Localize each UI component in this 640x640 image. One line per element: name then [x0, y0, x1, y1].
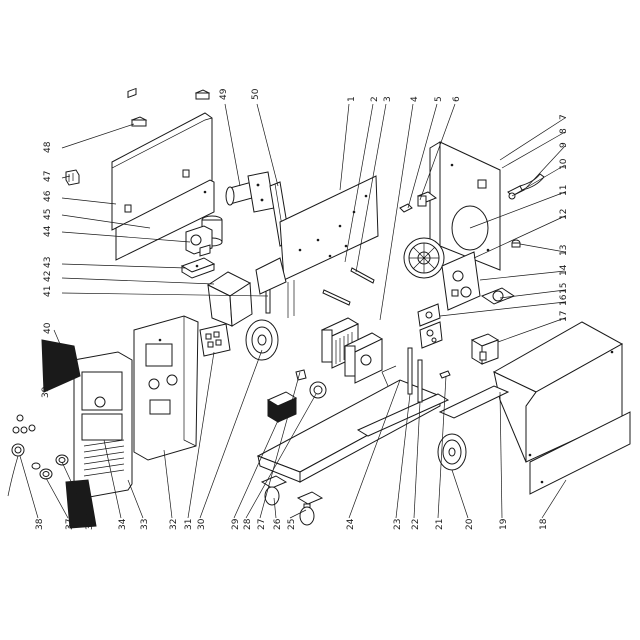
callout-label: 13 [559, 245, 569, 256]
callout-labels: 49 50 1 2 3 4 5 6 7 8 9 10 11 12 13 14 1… [35, 88, 569, 530]
callout-label: 21 [435, 519, 445, 530]
heatsink-module-part-4 [320, 317, 384, 384]
circuit-board-part-14 [441, 251, 481, 311]
panel-part-18 [529, 411, 631, 495]
front-panel-part-32 [133, 315, 199, 461]
callout-label: 49 [219, 88, 229, 100]
hinge-part-48 [130, 89, 211, 127]
callout-label: 40 [43, 322, 53, 334]
fan-part-11 [403, 237, 445, 279]
transformer-part-17 [470, 333, 500, 365]
callout-label: 5 [434, 96, 444, 102]
callout-label: 22 [411, 519, 421, 530]
callout-label: 23 [393, 519, 403, 530]
callout-label: 42 [43, 271, 53, 282]
callout-label: 16 [559, 294, 569, 306]
callout-label: 47 [43, 171, 53, 182]
callout-label: 19 [499, 518, 509, 530]
right-cover-part-19 [492, 321, 624, 463]
callout-label: 39 [41, 386, 51, 398]
callout-label: 44 [43, 225, 53, 237]
callout-label: 35 [99, 517, 109, 530]
callout-label: 33 [140, 519, 150, 530]
callout-label: 34 [118, 518, 128, 530]
callout-label: 14 [559, 264, 569, 276]
callout-label: 38 [35, 518, 45, 530]
callout-label: 30 [197, 518, 207, 530]
callout-label: 15 [559, 283, 569, 294]
inner-panel-part-45 [115, 179, 215, 261]
callout-label: 6 [452, 96, 462, 102]
connector-part-38 [7, 443, 25, 497]
spool-holder-part-49 [225, 171, 275, 213]
callout-label: 17 [559, 311, 569, 322]
socket-part-37 [31, 454, 69, 480]
callout-label: 2 [370, 96, 380, 102]
callout-label: 50 [251, 88, 261, 100]
front-cover-part-33 [73, 351, 133, 499]
callout-label: 11 [559, 185, 569, 196]
callout-label: 20 [465, 518, 475, 530]
choke-part-27 [266, 369, 327, 423]
callout-label: 43 [43, 257, 53, 268]
partition-panel-part-1 [255, 175, 379, 318]
callout-label: 3 [383, 96, 393, 102]
callout-label: 37 [65, 519, 75, 530]
callout-label: 32 [169, 519, 179, 530]
callout-leaders [19, 103, 567, 519]
chassis-base-part-24 [256, 365, 450, 483]
rod-part-3 [322, 267, 375, 306]
callout-label: 1 [347, 96, 357, 102]
handle-part-40 [41, 339, 97, 529]
knob-part-13 [511, 239, 521, 248]
callout-label: 48 [43, 141, 53, 153]
callout-label: 8 [559, 128, 569, 134]
callout-label: 25 [287, 519, 297, 530]
clip-part-47 [65, 169, 80, 186]
wheel-part-30 [245, 319, 279, 361]
plate-part-43 [180, 257, 216, 279]
wheel-part-21 [437, 433, 467, 471]
knob-part-39 [12, 414, 36, 434]
callout-label: 31 [184, 519, 194, 530]
callout-label: 7 [559, 114, 569, 120]
callout-label: 9 [559, 142, 569, 148]
callout-label: 4 [410, 96, 420, 102]
base-plate-part-20 [438, 385, 510, 419]
callout-label: 12 [559, 209, 569, 220]
connector-part-9 [399, 191, 438, 213]
callout-label: 24 [346, 518, 356, 530]
callout-label: 26 [273, 518, 283, 530]
callout-label: 41 [43, 286, 53, 297]
callout-label: 28 [243, 518, 253, 530]
control-panel-part-31 [199, 323, 231, 357]
rear-panel-part-7 [429, 141, 501, 271]
caster-part-25 [260, 475, 324, 526]
wire-feeder-motor-part-44 [185, 215, 223, 257]
callout-label: 45 [43, 209, 53, 220]
side-cover-part-46 [111, 87, 213, 231]
callout-label: 46 [43, 190, 53, 202]
callout-label: 10 [559, 158, 569, 170]
relay-board-part-16 [417, 303, 443, 349]
callout-label: 36 [85, 518, 95, 530]
callout-label: 27 [257, 519, 267, 530]
callout-label: 18 [539, 518, 549, 530]
bracket-part-42 [206, 271, 253, 327]
callout-label: 29 [231, 518, 241, 530]
fan-part-15 [480, 287, 516, 305]
